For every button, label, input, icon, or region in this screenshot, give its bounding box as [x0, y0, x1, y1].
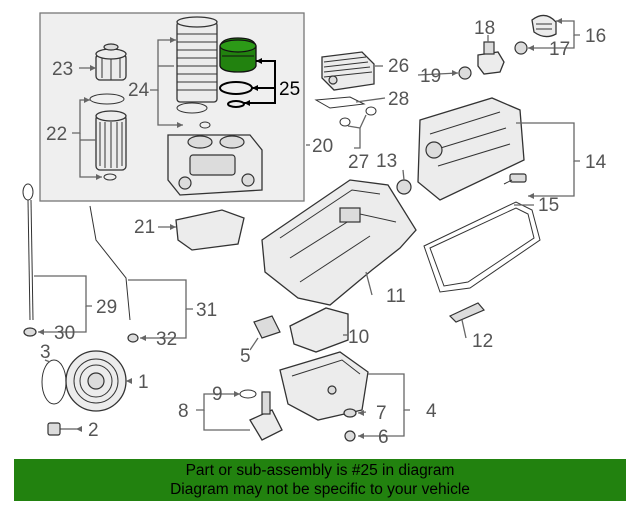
label-10[interactable]: 10	[348, 327, 369, 348]
housing-small-seal[interactable]	[199, 121, 211, 129]
label-28[interactable]: 28	[388, 89, 409, 110]
label-31[interactable]: 31	[196, 300, 217, 321]
bolt-part-14a[interactable]	[503, 173, 527, 185]
oil-pump-part-8[interactable]	[249, 391, 283, 441]
banner-line-2: Diagram may not be specific to your vehi…	[170, 481, 470, 498]
plug-part-6[interactable]	[344, 430, 356, 442]
banner-line-1: Part or sub-assembly is #25 in diagram	[185, 462, 455, 479]
label-27[interactable]: 27	[348, 152, 369, 173]
label-6[interactable]: 6	[378, 427, 389, 448]
grommet-part-13[interactable]	[396, 179, 412, 195]
dipstick-tube-part-31[interactable]	[89, 205, 131, 321]
fitting-part-18[interactable]	[477, 41, 505, 75]
arrowheads	[38, 18, 562, 439]
filter-housing-part-24[interactable]	[176, 16, 218, 103]
seal-part-3[interactable]	[41, 359, 67, 405]
label-24[interactable]: 24	[128, 80, 150, 101]
valve-cover-part-14[interactable]	[417, 97, 525, 201]
label-1[interactable]: 1	[138, 372, 149, 393]
filter-cap-part-23[interactable]	[95, 43, 127, 81]
label-7[interactable]: 7	[376, 403, 387, 424]
cap-o-ring[interactable]	[89, 93, 125, 105]
label-11[interactable]: 11	[386, 286, 406, 307]
clamp-part-17[interactable]	[514, 41, 528, 55]
gasket-part-28[interactable]	[314, 96, 366, 109]
label-12[interactable]: 12	[472, 331, 493, 352]
label-3[interactable]: 3	[40, 342, 51, 363]
label-25[interactable]: 25	[279, 79, 300, 100]
label-21[interactable]: 21	[134, 217, 155, 238]
seal-part-9[interactable]	[239, 389, 257, 399]
filter-element-part-22[interactable]	[95, 110, 127, 171]
bolt-part-2[interactable]	[47, 422, 76, 436]
label-14[interactable]: 14	[585, 152, 607, 173]
seal-part-32[interactable]	[127, 333, 139, 343]
housing-body-part-20[interactable]	[167, 134, 263, 196]
seal-part-19[interactable]	[458, 66, 472, 80]
label-32[interactable]: 32	[156, 329, 177, 350]
seal-part-30[interactable]	[23, 327, 37, 337]
label-4[interactable]: 4	[426, 401, 437, 422]
oil-pan-part-4[interactable]	[279, 351, 369, 421]
label-23[interactable]: 23	[52, 59, 73, 80]
label-19[interactable]: 19	[420, 66, 441, 87]
leader-lines	[34, 20, 580, 437]
hose-part-16[interactable]	[531, 14, 557, 38]
label-26[interactable]: 26	[388, 56, 409, 77]
label-20[interactable]: 20	[312, 136, 333, 157]
washer-part-7[interactable]	[343, 408, 357, 418]
label-15[interactable]: 15	[538, 195, 559, 216]
label-30[interactable]: 30	[54, 323, 75, 344]
oil-cooler-part-26[interactable]	[321, 51, 375, 91]
housing-seal[interactable]	[176, 102, 208, 114]
label-18[interactable]: 18	[474, 18, 495, 39]
label-16[interactable]: 16	[585, 26, 606, 47]
pickup-part-5[interactable]	[253, 315, 281, 339]
leader-25	[244, 60, 276, 104]
engine-block-part-11[interactable]	[261, 179, 417, 306]
pulley-part-1[interactable]	[65, 350, 127, 412]
label-2[interactable]: 2	[88, 420, 99, 441]
info-banner: Part or sub-assembly is #25 in diagram D…	[14, 459, 626, 501]
label-22[interactable]: 22	[46, 124, 67, 145]
bracket-part-21[interactable]	[175, 209, 245, 251]
label-9[interactable]: 9	[212, 384, 223, 405]
label-13[interactable]: 13	[376, 151, 397, 172]
baffle-part-10[interactable]	[289, 307, 349, 353]
filter-small-seal[interactable]	[103, 173, 117, 181]
label-5[interactable]: 5	[240, 346, 251, 367]
dipstick-part-29[interactable]	[22, 183, 34, 321]
label-8[interactable]: 8	[178, 401, 189, 422]
sensor-part-12[interactable]	[448, 302, 485, 323]
label-17[interactable]: 17	[549, 39, 570, 60]
highlighted-part-25[interactable]	[219, 37, 257, 73]
label-29[interactable]: 29	[96, 297, 117, 318]
valve-cover-gasket-part-15[interactable]	[423, 201, 541, 293]
